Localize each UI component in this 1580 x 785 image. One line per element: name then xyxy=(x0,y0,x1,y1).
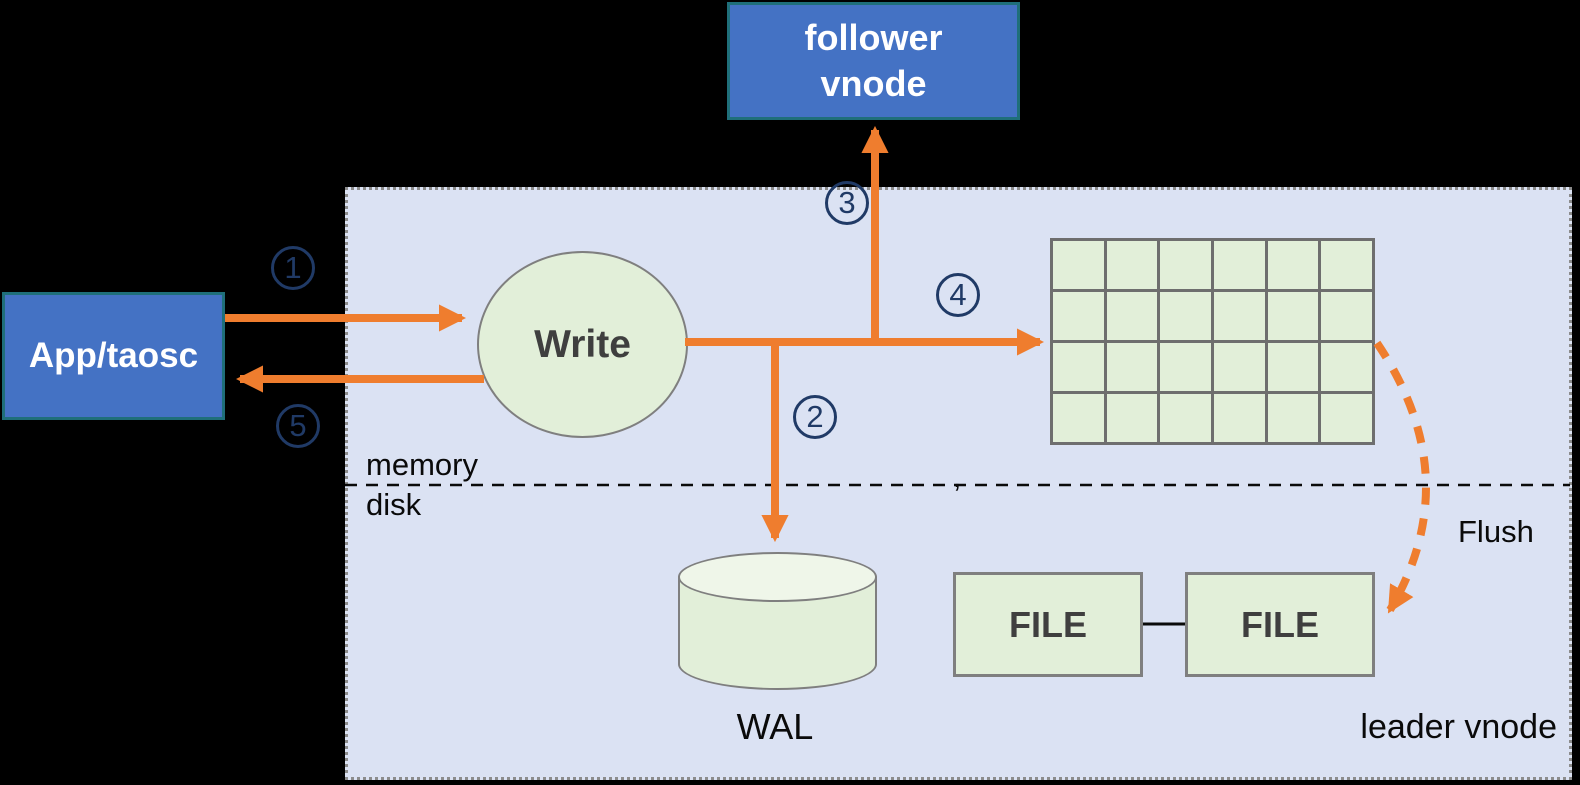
memtable-cell xyxy=(1267,241,1319,289)
app-taosc-box: App/taosc xyxy=(2,292,225,420)
memtable-cell xyxy=(1106,241,1158,289)
file-box-left: FILE xyxy=(953,572,1143,677)
step-badge-1: 1 xyxy=(271,246,315,290)
memtable-cell xyxy=(1106,292,1158,340)
step-badge-4: 4 xyxy=(936,273,980,317)
step-1-number: 1 xyxy=(284,250,302,285)
memtable-cell xyxy=(1053,394,1104,442)
step-2-number: 2 xyxy=(806,399,824,434)
memtable-cell xyxy=(1053,343,1104,391)
memtable-cell xyxy=(1106,394,1158,442)
memtable-cell xyxy=(1160,394,1211,442)
step-badge-5: 5 xyxy=(276,404,320,448)
memtable-cell xyxy=(1053,292,1104,340)
memtable-cell xyxy=(1214,241,1265,289)
memtable-cell xyxy=(1321,343,1372,391)
file-right-label: FILE xyxy=(1241,603,1319,645)
memtable-grid xyxy=(1050,238,1375,445)
leader-vnode-label: leader vnode xyxy=(1360,708,1557,746)
memtable-cell xyxy=(1267,292,1319,340)
wal-label: WAL xyxy=(736,706,814,747)
write-label: Write xyxy=(534,322,631,366)
memtable-cell xyxy=(1267,343,1319,391)
app-taosc-label: App/taosc xyxy=(28,336,199,375)
memtable-cell xyxy=(1214,394,1265,442)
step-3-number: 3 xyxy=(838,185,856,220)
memtable-cell xyxy=(1160,241,1211,289)
memtable-cell xyxy=(1053,241,1104,289)
disk-region-label: disk xyxy=(366,487,422,522)
memtable-cell xyxy=(1321,292,1372,340)
file-left-label: FILE xyxy=(1009,603,1087,645)
stray-comma-mark: , xyxy=(953,461,962,494)
file-box-right: FILE xyxy=(1185,572,1375,677)
follower-vnode-box: follower vnode xyxy=(727,2,1020,120)
follower-vnode-label: follower vnode xyxy=(804,17,943,104)
step-badge-2: 2 xyxy=(793,395,837,439)
wal-cylinder-top xyxy=(678,552,877,602)
memtable-cell xyxy=(1321,394,1372,442)
memtable-cell xyxy=(1214,292,1265,340)
memtable-cell xyxy=(1160,292,1211,340)
memtable-cell xyxy=(1214,343,1265,391)
write-node: Write xyxy=(477,251,688,438)
step-badge-3: 3 xyxy=(825,181,869,225)
flush-label: Flush xyxy=(1458,514,1534,549)
step-4-number: 4 xyxy=(949,277,967,312)
memtable-cell xyxy=(1321,241,1372,289)
memtable-cell xyxy=(1267,394,1319,442)
memtable-cell xyxy=(1106,343,1158,391)
memtable-cell xyxy=(1160,343,1211,391)
memory-region-label: memory xyxy=(366,447,478,482)
step-5-number: 5 xyxy=(289,408,307,443)
